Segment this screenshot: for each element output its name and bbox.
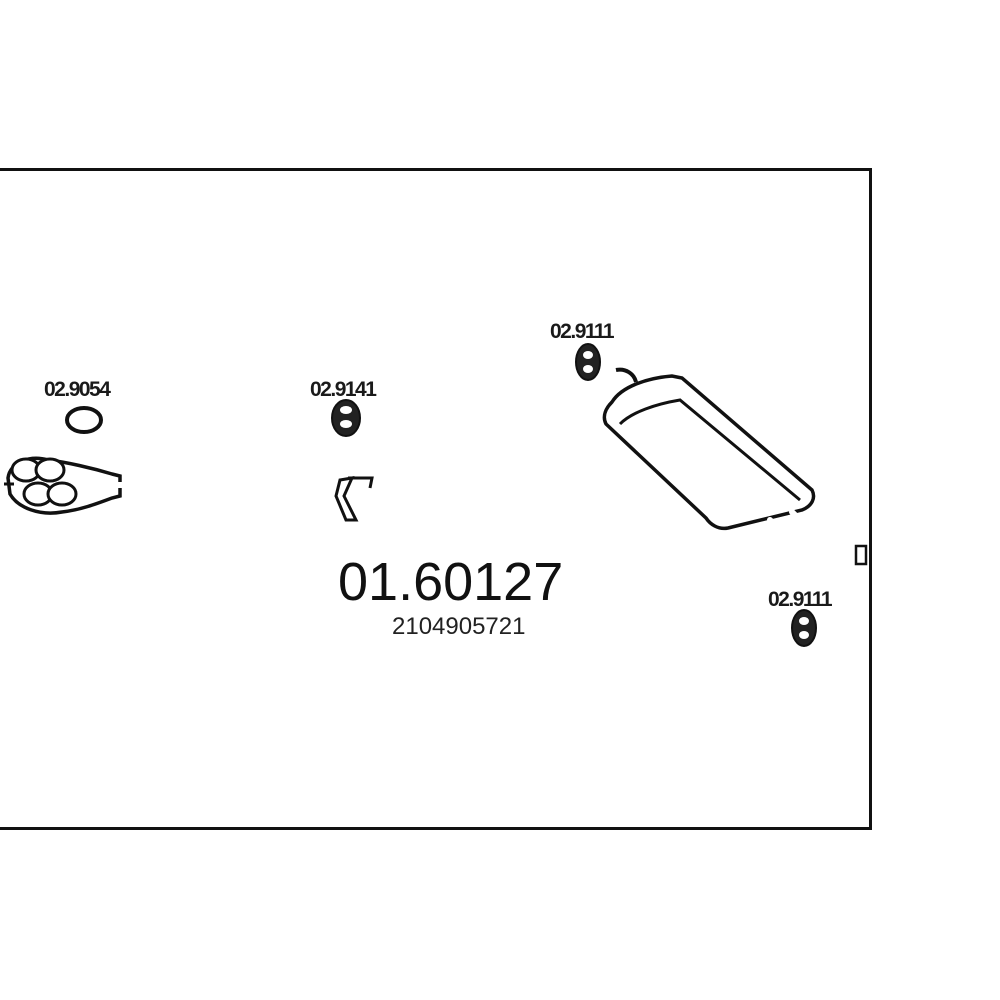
gasket-label: 02.9054 — [44, 378, 111, 401]
component-gasket: 02.9054 — [44, 378, 113, 434]
mount-top-label: 02.9111 — [550, 320, 615, 343]
rubber-mount-icon — [575, 343, 601, 381]
mount-bottom-label: 02.9111 — [768, 588, 833, 611]
rubber-mount-icon — [331, 399, 361, 437]
part-number: 01.60127 — [338, 552, 563, 612]
rubber-mount-icon — [791, 609, 817, 647]
oem-number: 2104905721 — [392, 613, 525, 640]
component-mount-top: 02.9111 — [550, 320, 616, 381]
ring-gasket-icon — [65, 406, 103, 434]
component-mount-bottom: 02.9111 — [768, 588, 834, 647]
diagram-frame — [0, 168, 872, 830]
exhaust-pipe-assembly — [4, 367, 868, 578]
inlet-flange — [4, 456, 122, 515]
component-clamp: 02.9141 — [310, 378, 379, 437]
rear-muffler — [602, 367, 816, 531]
clamp-label: 02.9141 — [310, 378, 377, 401]
